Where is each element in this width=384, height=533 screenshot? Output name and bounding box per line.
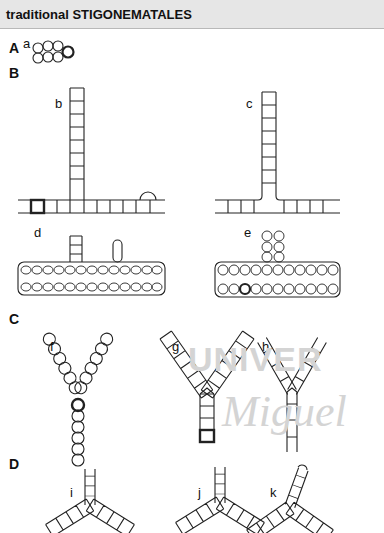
part-letter: a [23,37,30,50]
watermark-text: Miguel [222,390,347,434]
part-letter: d [34,226,41,239]
part-letter: g [172,340,179,353]
part-letter: b [55,97,62,110]
figure-title: traditional STIGONEMATALES [6,8,192,21]
part-letter: c [246,97,253,110]
part-letter: k [270,486,277,499]
part-letter: i [70,486,73,499]
panel-letter: C [9,312,19,326]
panel-letter: D [9,457,19,471]
part-letter: f [50,340,54,353]
panel-letter: B [9,66,19,80]
part-letter: j [198,486,201,499]
watermark-text: UNIVER [188,342,322,376]
part-letter: e [244,226,251,239]
panel-letter: A [9,41,19,55]
